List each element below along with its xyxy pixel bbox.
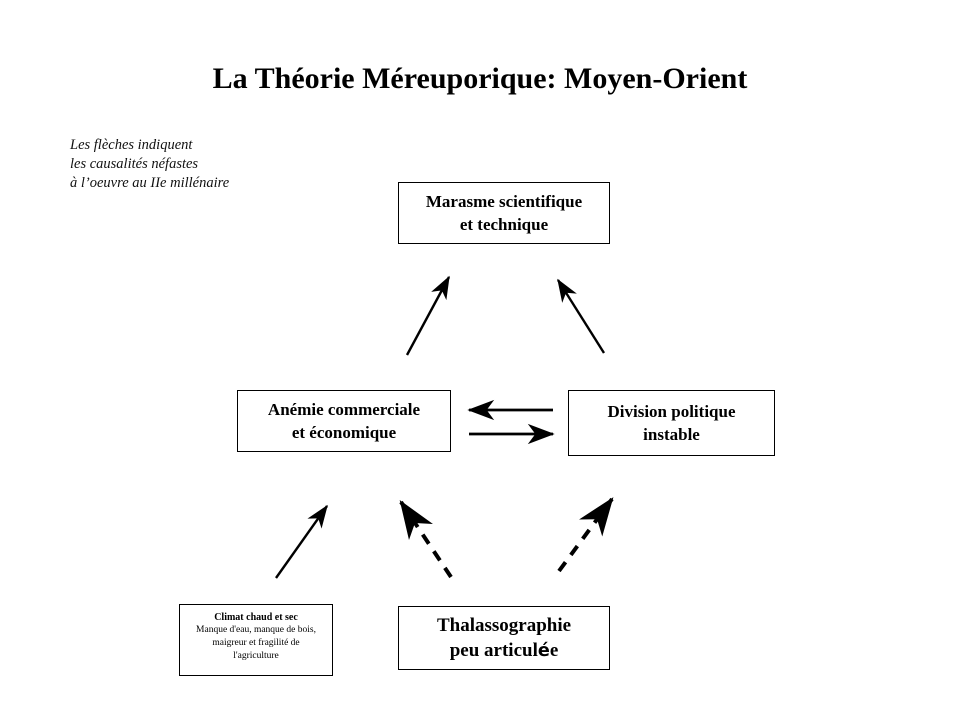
node-climat-line-4: l'agriculture (233, 651, 279, 661)
node-anemie-commerciale[interactable]: Anémie commerciale et économique (237, 390, 451, 452)
node-anemie-line-2: et économique (291, 423, 397, 442)
node-thalassographie-line-2: peu articulée (450, 638, 559, 664)
node-climat-line-3: maigreur et fragilité de (212, 638, 300, 648)
arrow-thalassographie-to-division (557, 497, 614, 573)
node-division-line-1: Division politique (607, 402, 736, 421)
arrow-climat-to-anemie (275, 504, 328, 579)
legend-note-line-2: les causalités néfastes (70, 156, 199, 172)
arrow-thalassographie-to-anemie (399, 500, 453, 579)
legend-note-line-1: Les flèches indiquent (70, 137, 193, 153)
legend-note-line-3: à l’oeuvre au IIe millénaire (70, 175, 230, 191)
node-climat-line-1: Climat chaud et sec (214, 612, 298, 623)
legend-note: Les flèches indiquent les causalités néf… (70, 136, 229, 193)
node-thalassographie-line-2-after: e (549, 639, 559, 661)
node-division-line-2: instable (643, 425, 700, 444)
node-thalassographie[interactable]: Thalassographie peu articulée (398, 606, 610, 670)
node-thalassographie-line-1: Thalassographie (436, 614, 572, 636)
page-title: La Théorie Méreuporique: Moyen-Orient (212, 62, 748, 95)
arrow-anemie-to-marasme (405, 275, 451, 356)
node-climat-line-2: Manque d'eau, manque de bois, (196, 625, 316, 635)
node-thalassographie-line-2-accent: é (537, 640, 550, 661)
node-anemie-line-1: Anémie commerciale (267, 400, 421, 419)
node-marasme-line-2: et technique (459, 215, 549, 234)
node-marasme-scientifique[interactable]: Marasme scientifique et technique (398, 182, 610, 244)
node-marasme-line-1: Marasme scientifique (425, 192, 583, 211)
node-climat-chaud-et-sec[interactable]: Climat chaud et sec Manque d'eau, manque… (179, 604, 333, 676)
node-thalassographie-line-2-before: peu articul (449, 639, 538, 661)
node-division-politique[interactable]: Division politique instable (568, 390, 775, 456)
arrow-division-to-marasme (556, 278, 606, 354)
